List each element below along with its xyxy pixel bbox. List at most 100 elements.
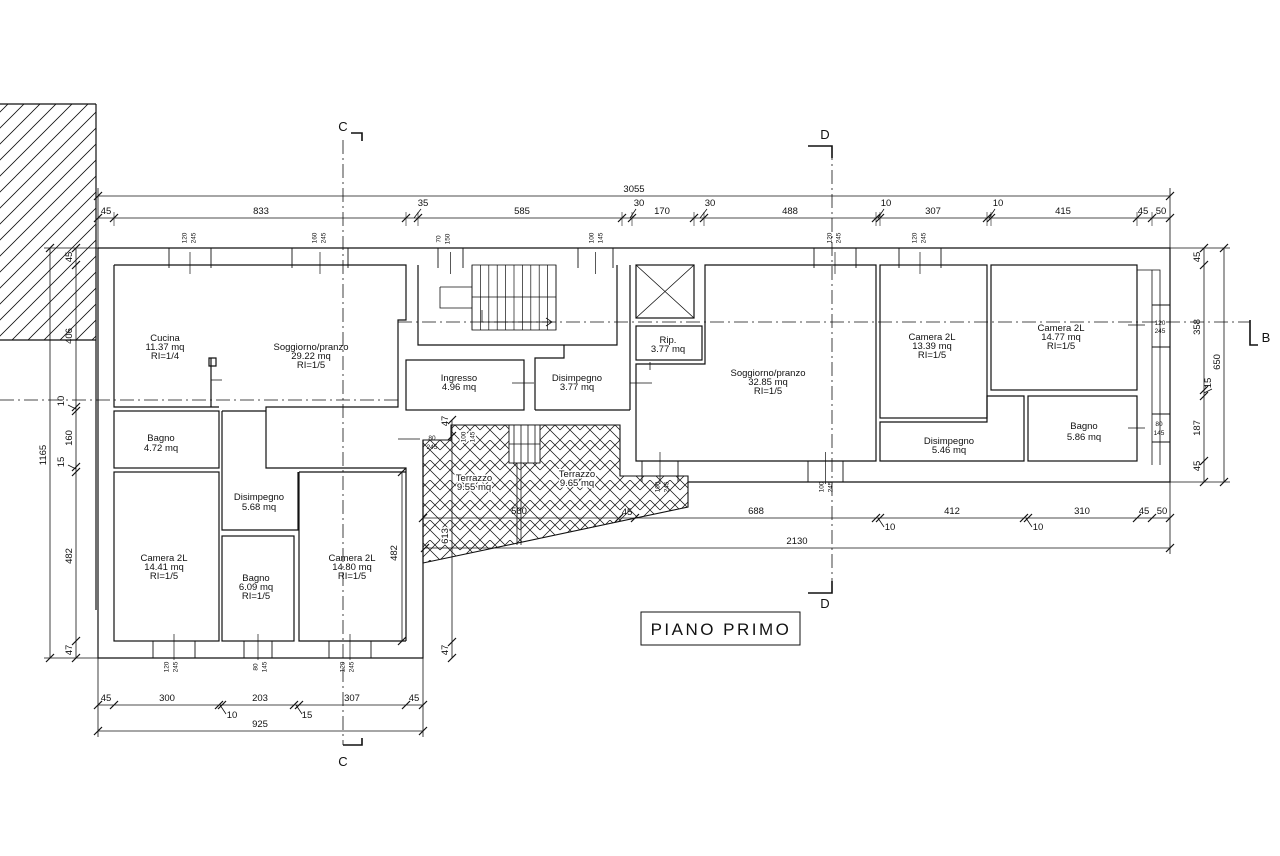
dimension-tick [1219,243,1229,253]
opening-labels: 120 245 160 245 70 150 100 145 120 245 1… [163,232,1166,672]
opening-width: 70 [435,235,442,243]
bedroom-wall [298,471,406,642]
room-name: Soggiorno/pranzo [731,368,806,379]
room-area: 3.77 mq [560,382,594,393]
inner-wall-line [1137,269,1161,465]
dimension-lines [44,188,1230,737]
dimension-value: 15 [56,457,67,468]
dimension-tick [401,700,411,710]
dimension-value: 10 [885,522,896,533]
dimension-tick [1219,477,1229,487]
dimension-leader [413,208,422,219]
dimension-tick [1165,213,1175,223]
room-name: Bagno [242,573,269,584]
dimension-tick [71,260,81,270]
opening-height: 245 [190,232,197,243]
entrance-wall [405,359,525,411]
dimension-tick [294,700,304,710]
dimension-leader [1203,388,1213,394]
dimension-tick [1147,513,1157,523]
room-area: 5.68 mq [242,502,276,513]
living-kitchen-wall [113,264,407,641]
room-area: 4.96 mq [442,382,476,393]
section-label: C [338,119,347,134]
opening-height: 245 [1155,328,1166,335]
dimension-labels: 3055 45 833 35 585 30 170 30 488 10 307 … [38,184,1223,730]
dimension-tick [397,636,407,646]
dimension-tick [93,700,103,710]
bathroom-wall [1027,395,1138,462]
dimension-tick [420,543,430,553]
opening-height: 245 [827,481,834,492]
room-name: Camera 2L [329,553,376,564]
dimension-tick [109,700,119,710]
opening-height: 245 [920,232,927,243]
dimension-total: 650 [1212,354,1223,370]
dimension-value: 45 [101,693,112,704]
bedroom-wall [990,264,1138,391]
opening-height: 150 [444,233,451,244]
stair-enclosure [417,265,631,410]
dimension-leader [699,208,708,219]
room-bedroom-3: Camera 2L 14.41 mq RI=1/5 [141,553,188,582]
lift-cross [635,264,695,319]
dimension-value: 45 [409,693,420,704]
dimension-value: 310 [1074,506,1090,517]
room-hallway-3: Disimpegno 5.68 mq [234,492,284,513]
room-area: 29.22 mq [291,351,331,362]
dimension-value: 160 [64,430,75,446]
dimension-value: 47 [440,416,451,427]
dimension-value: 415 [1055,206,1071,217]
dimension-value: 45 [101,206,112,217]
dimension-value: 45 [1192,252,1203,263]
dimension-tick [1019,513,1029,523]
dimension-tick [397,467,407,477]
dimension-value: 358 [1192,319,1203,335]
kitchen-stub [208,357,217,407]
opening-height: 245 [663,481,670,492]
room-name: Camera 2L [141,553,188,564]
dimension-tick [217,700,227,710]
dimension-value: 15 [1203,378,1214,389]
room-hallway-2: Disimpegno 5.46 mq [924,436,974,456]
dimension-tick [447,415,457,425]
opening-width: 80 [1155,421,1163,428]
room-bathroom-1: Bagno 5.86 mq [1067,421,1101,443]
room-living-1: Soggiorno/pranzo 29.22 mq RI=1/5 [274,342,349,371]
room-area: 11.37 mq [146,342,185,353]
dimension-value: 585 [514,206,530,217]
section-label: D [820,596,829,611]
room-name: Ingresso [441,373,477,384]
opening-width: 100 [460,431,467,442]
dimension-tick [614,513,624,523]
dimension-leader [295,704,303,715]
lift-shaft [635,264,695,319]
bedroom-wall [879,264,988,419]
dimension-tick [447,637,457,647]
section-label: C [338,754,347,769]
dimension-tick [1199,391,1209,401]
stair-treads [471,265,557,330]
room-area: 5.86 mq [1067,432,1101,443]
opening-width: 100 [588,232,595,243]
dimension-leader [1025,517,1033,528]
room-name: Disimpegno [924,436,974,447]
dimension-value: 560 [511,506,527,517]
dimension-value: 406 [64,328,75,344]
room-name: Camera 2L [909,332,956,343]
room-name: Terrazzo [456,473,492,484]
dimension-tick [71,636,81,646]
room-area: 3.77 mq [651,344,685,355]
dimension-tick [1199,243,1209,253]
dimension-tick [71,467,81,477]
dimension-value: 300 [159,693,175,704]
dimension-tick [447,431,457,441]
room-ratio: RI=1/5 [150,571,178,582]
room-ratio: RI=1/5 [242,591,270,602]
opening-width: 120 [911,232,918,243]
dimension-value: 45 [622,507,633,518]
dimension-tick [418,726,428,736]
outer-wall [97,247,1171,659]
